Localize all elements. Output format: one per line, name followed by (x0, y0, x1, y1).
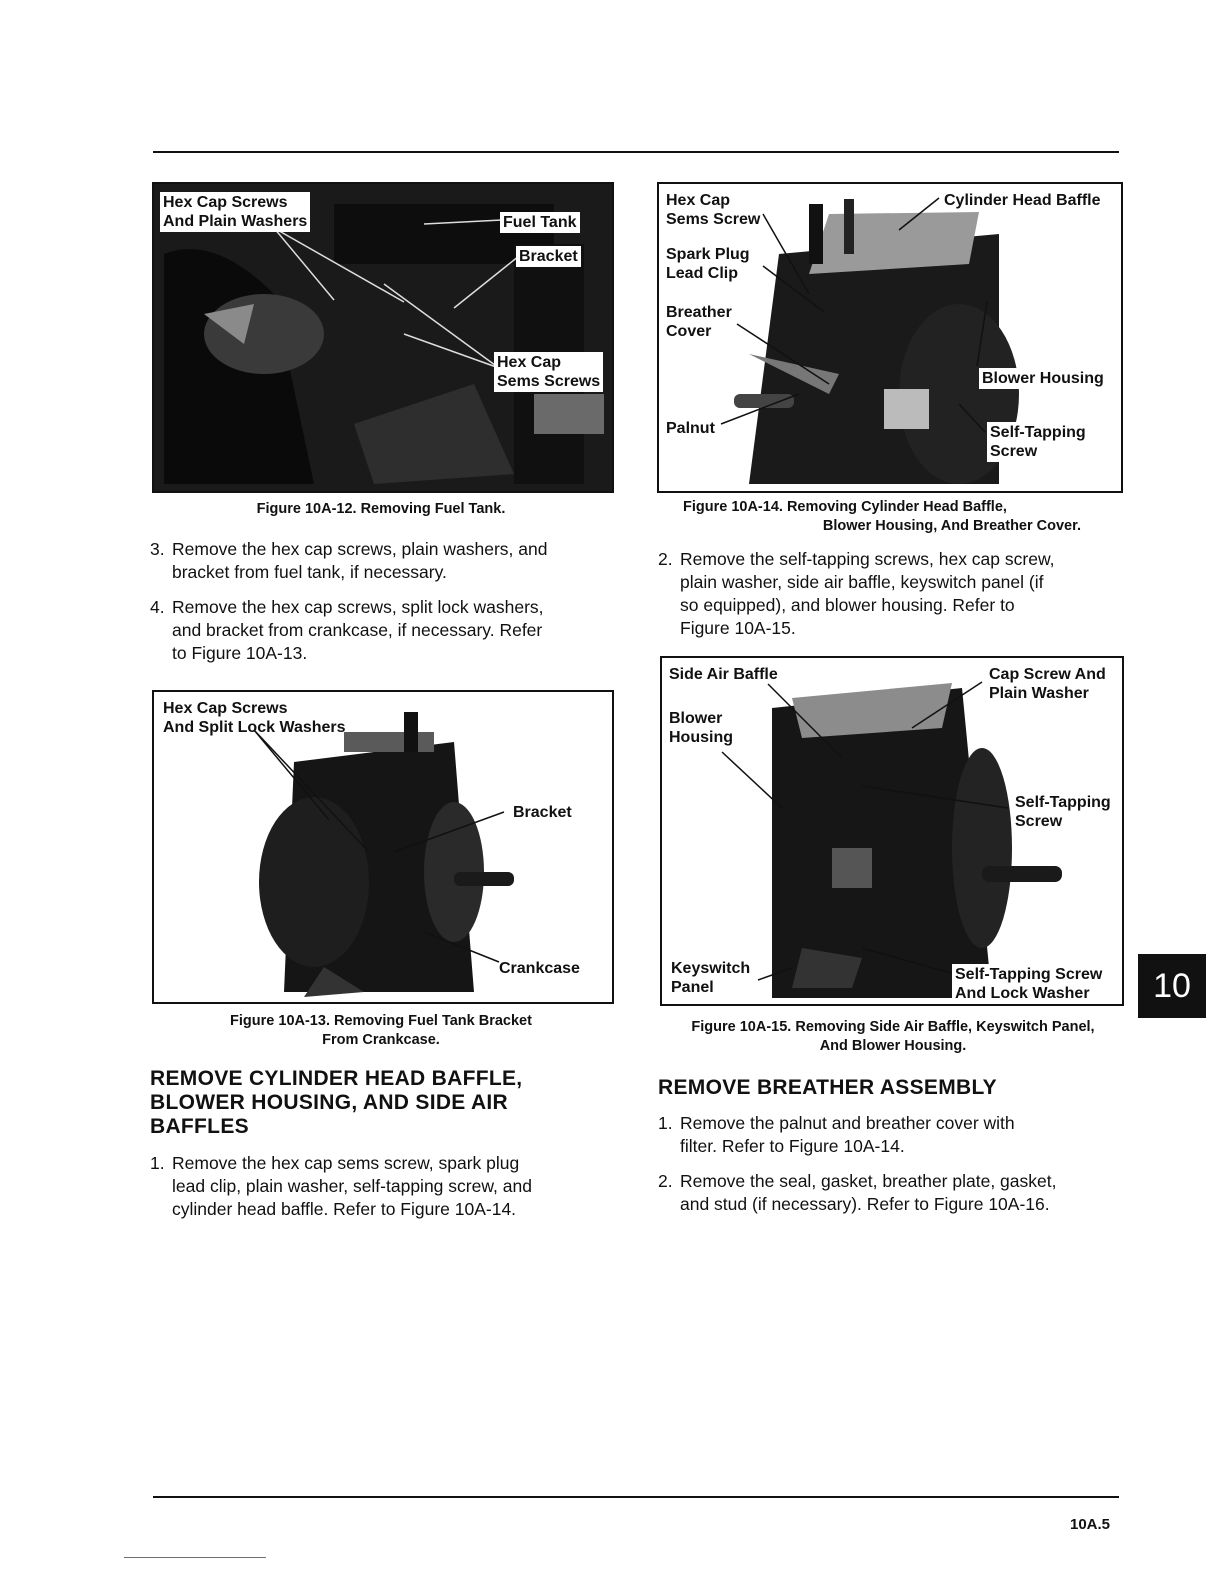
step-number: 2. (658, 549, 673, 569)
step-text: Remove the palnut and breather cover wit… (680, 1113, 1015, 1156)
caption-line-1: Figure 10A-13. Removing Fuel Tank Bracke… (230, 1013, 532, 1029)
label-keyswitch-panel: Keyswitch Panel (671, 960, 751, 996)
heading-remove-baffles: REMOVE CYLINDER HEAD BAFFLE, BLOWER HOUS… (150, 1067, 523, 1138)
step-text: Remove the hex cap screws, plain washers… (172, 539, 548, 582)
label-breather-cover: Breather Cover (666, 304, 732, 340)
figure-10a-15-caption: Figure 10A-15. Removing Side Air Baffle,… (648, 1018, 1138, 1056)
label-hex-cap-screws: Hex Cap Screws And Plain Washers (160, 192, 311, 232)
breather-step-2: 2. Remove the seal, gasket, breather pla… (658, 1170, 1120, 1218)
label-side-air-baffle: Side Air Baffle (669, 666, 778, 683)
caption-line-2: Blower Housing, And Breather Cover. (822, 518, 1081, 534)
crankcase-photo (154, 692, 612, 1002)
heading-remove-breather: REMOVE BREATHER ASSEMBLY (658, 1076, 997, 1099)
figure-10a-15: Side Air Baffle Cap Screw And Plain Wash… (660, 656, 1124, 1006)
label-self-tapping-screw: Self-Tapping Screw (1015, 794, 1111, 830)
label-cap-screw-plain-washer: Cap Screw And Plain Washer (989, 666, 1106, 702)
label-palnut: Palnut (666, 420, 715, 437)
side-air-baffle-photo (662, 658, 1122, 1004)
step-number: 1. (150, 1153, 165, 1173)
right-step-2: 2. Remove the self-tapping screws, hex c… (658, 548, 1120, 642)
step-number: 2. (658, 1171, 673, 1191)
label-bracket: Bracket (513, 804, 572, 821)
step-text: Remove the seal, gasket, breather plate,… (680, 1171, 1057, 1214)
left-step-3: 3. Remove the hex cap screws, plain wash… (150, 538, 610, 586)
step-text: Remove the hex cap screws, split lock wa… (172, 597, 544, 663)
step-number: 3. (150, 539, 165, 559)
label-hex-cap-sems-screws: Hex Cap Sems Screws (494, 352, 604, 392)
section-tab: 10 (1138, 954, 1206, 1018)
caption-line-2: From Crankcase. (322, 1032, 440, 1048)
label-crankcase: Crankcase (499, 960, 580, 977)
left-step-4: 4. Remove the hex cap screws, split lock… (150, 596, 610, 666)
top-rule (153, 151, 1119, 153)
page-number: 10A.5 (1070, 1516, 1111, 1533)
label-hex-cap-screws-split: Hex Cap Screws And Split Lock Washers (163, 700, 346, 736)
step-text: Remove the self-tapping screws, hex cap … (680, 549, 1055, 638)
caption-line-2: And Blower Housing. (819, 1038, 967, 1054)
step-number: 1. (658, 1113, 673, 1133)
label-blower-housing: Blower Housing (979, 368, 1107, 389)
label-spark-plug-lead-clip: Spark Plug Lead Clip (666, 246, 750, 282)
label-bracket: Bracket (516, 246, 581, 267)
figure-10a-13: Hex Cap Screws And Split Lock Washers Br… (152, 690, 614, 1004)
label-self-tapping-screw: Self-Tapping Screw (987, 422, 1089, 462)
breather-step-1: 1. Remove the palnut and breather cover … (658, 1112, 1120, 1160)
figure-10a-13-caption: Figure 10A-13. Removing Fuel Tank Bracke… (152, 1012, 610, 1050)
step-text: Remove the hex cap sems screw, spark plu… (172, 1153, 532, 1219)
figure-10a-12-caption: Figure 10A-12. Removing Fuel Tank. (256, 501, 506, 517)
caption-line-1: Figure 10A-14. Removing Cylinder Head Ba… (683, 499, 1007, 515)
cylinder-head-photo (659, 184, 1121, 491)
footer-link-underline (124, 1557, 266, 1558)
step-number: 4. (150, 597, 165, 617)
figure-10a-14-caption: Figure 10A-14. Removing Cylinder Head Ba… (657, 498, 1119, 536)
bottom-rule (153, 1496, 1119, 1498)
baffle-step-1: 1. Remove the hex cap sems screw, spark … (150, 1152, 610, 1222)
figure-10a-14: Hex Cap Sems Screw Cylinder Head Baffle … (657, 182, 1123, 493)
label-fuel-tank: Fuel Tank (500, 212, 580, 233)
label-cylinder-head-baffle: Cylinder Head Baffle (944, 192, 1101, 209)
figure-10a-12: Hex Cap Screws And Plain Washers Fuel Ta… (152, 182, 614, 493)
label-blower-housing: Blower Housing (669, 710, 733, 746)
label-hex-cap-sems-screw: Hex Cap Sems Screw (666, 192, 761, 228)
caption-line-1: Figure 10A-15. Removing Side Air Baffle,… (691, 1019, 1095, 1035)
label-self-tapping-lock-washer: Self-Tapping Screw And Lock Washer (952, 964, 1106, 1004)
